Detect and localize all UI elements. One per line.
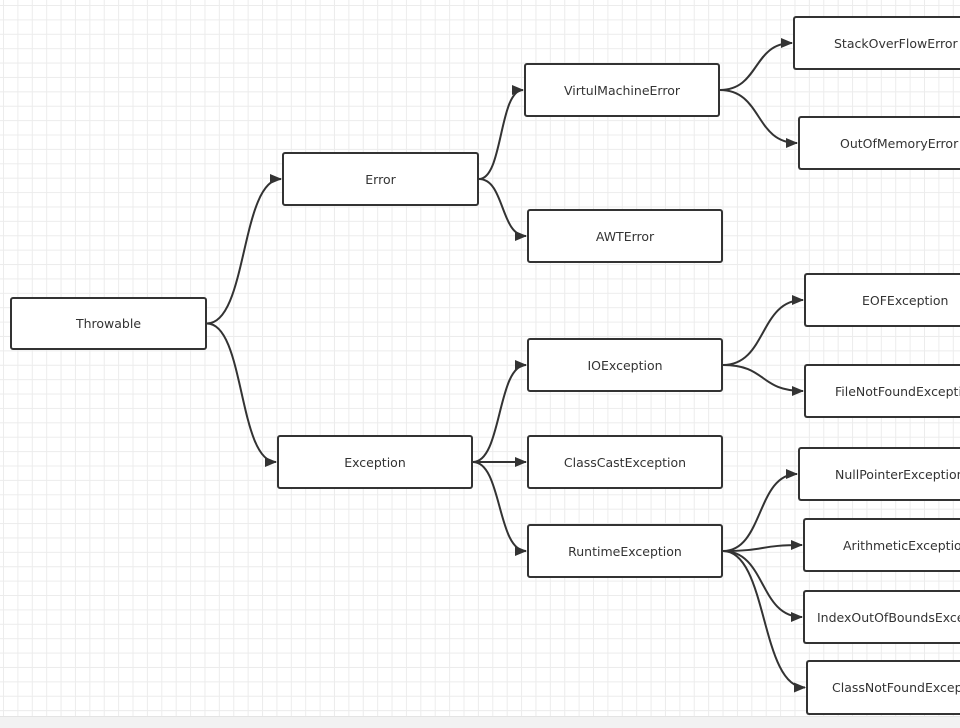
node-index-out-of-bounds-exception[interactable]: IndexOutOfBoundsException	[803, 590, 960, 644]
connector-io_exception-to-eof_exception	[722, 295, 804, 366]
node-label: VirtulMachineError	[564, 82, 680, 98]
connector-exception-to-io_exception	[472, 360, 527, 463]
node-label: Throwable	[75, 316, 142, 331]
node-label: EOFException	[862, 292, 949, 308]
node-runtime-exception[interactable]: RuntimeException	[527, 524, 723, 578]
node-label: NullPointerException	[835, 466, 960, 482]
connector-runtime_exception-to-null_pointer_exception	[722, 469, 798, 552]
node-io-exception[interactable]: IOException	[527, 338, 723, 392]
node-label: Exception	[344, 454, 406, 470]
node-label: IndexOutOfBoundsException	[817, 609, 960, 625]
horizontal-scrollbar-track[interactable]	[0, 716, 960, 728]
node-exception[interactable]: Exception	[277, 435, 473, 489]
node-label: IOException	[587, 357, 663, 373]
node-class-cast-exception[interactable]: ClassCastException	[527, 435, 723, 489]
connector-runtime_exception-to-arithmetic_exception	[722, 540, 803, 552]
connector-runtime_exception-to-index_out_of_bounds_exception	[722, 550, 803, 622]
node-virtual-machine-error[interactable]: VirtulMachineError	[524, 63, 720, 117]
node-label: StackOverFlowError	[834, 35, 958, 51]
node-label: OutOfMemoryError	[840, 135, 959, 151]
node-label: Error	[365, 171, 396, 187]
node-throwable[interactable]: Throwable	[10, 297, 207, 350]
node-label: ArithmeticException	[843, 537, 960, 553]
connector-error-to-virtual_machine_error	[478, 85, 524, 180]
node-null-pointer-exception[interactable]: NullPointerException	[798, 447, 960, 501]
connector-runtime_exception-to-class_not_found_exception	[722, 550, 806, 693]
node-class-not-found-exception[interactable]: ClassNotFoundException	[806, 660, 960, 715]
node-out-of-memory-error[interactable]: OutOfMemoryError	[798, 116, 960, 170]
node-awt-error[interactable]: AWTError	[527, 209, 723, 263]
connector-throwable-to-error	[206, 174, 282, 325]
node-label: RuntimeException	[568, 543, 682, 559]
connector-io_exception-to-file_not_found_exception	[722, 364, 804, 396]
node-eof-exception[interactable]: EOFException	[804, 273, 960, 327]
node-label: AWTError	[595, 228, 655, 244]
node-file-not-found-exception[interactable]: FileNotFoundException	[804, 364, 960, 418]
node-stack-over-flow-error[interactable]: StackOverFlowError	[793, 16, 960, 70]
connector-throwable-to-exception	[206, 322, 277, 467]
node-error[interactable]: Error	[282, 152, 479, 206]
node-arithmetic-exception[interactable]: ArithmeticException	[803, 518, 960, 572]
connector-error-to-awt_error	[478, 178, 527, 241]
connector-virtual_machine_error-to-stack_over_flow_error	[719, 38, 793, 91]
node-label: FileNotFoundException	[835, 383, 960, 399]
node-label: ClassCastException	[563, 454, 687, 470]
node-label: ClassNotFoundException	[832, 680, 960, 695]
connector-virtual_machine_error-to-out_of_memory_error	[719, 89, 798, 148]
connector-exception-to-runtime_exception	[472, 461, 527, 556]
